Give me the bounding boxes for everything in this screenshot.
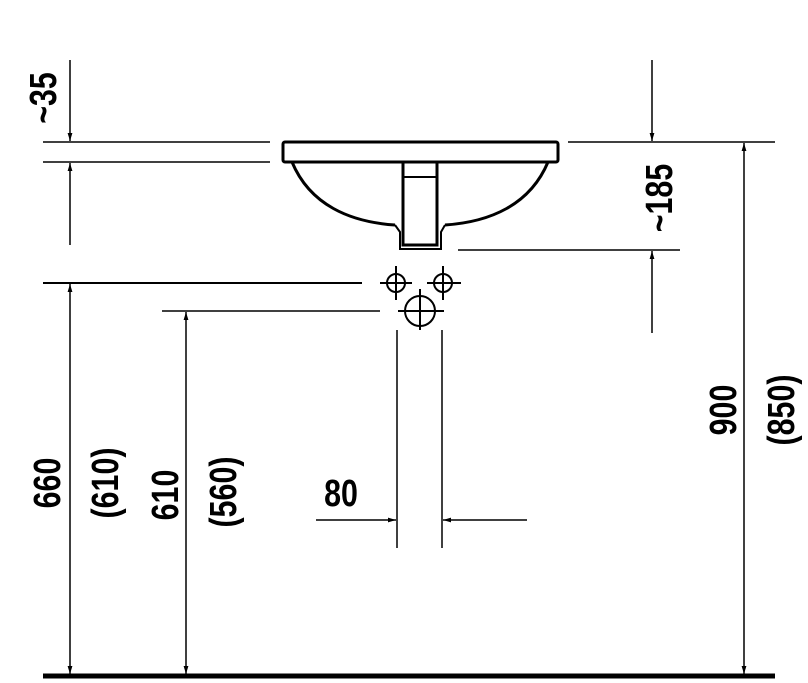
label-supply-height: 660 [27,458,69,509]
label-waste-height: 610 [145,470,187,521]
label-rim-height: ~35 [23,72,65,124]
label-total-height-alt: (850) [761,375,803,446]
supply-right-crosshair-icon [427,266,461,300]
label-waste-height-alt: (560) [203,457,245,528]
label-total-height: 900 [703,385,745,436]
basin-outline [281,140,560,250]
waste-crosshair-icon [398,289,444,330]
supply-left-crosshair-icon [380,266,412,300]
label-waste-spacing: 80 [324,473,358,515]
label-basin-depth: ~185 [639,164,681,232]
label-supply-height-alt: (610) [85,448,127,519]
